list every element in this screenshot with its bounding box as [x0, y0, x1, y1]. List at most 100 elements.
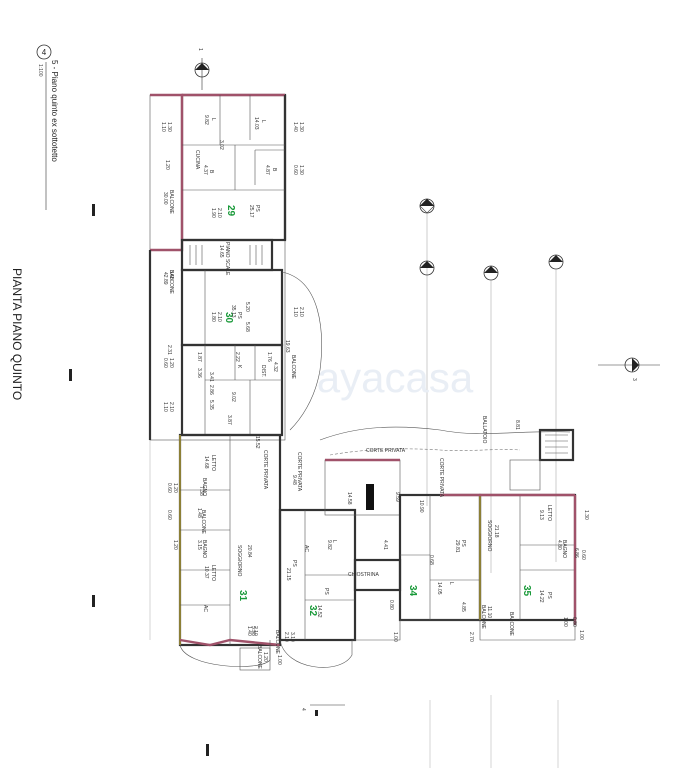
- dimension-label: 0.60: [166, 483, 172, 493]
- watermark: ayacasa: [317, 354, 474, 401]
- room-label: PIANO SCALE: [224, 242, 230, 276]
- lower-wing: [178, 426, 577, 671]
- dimension-label: 1.40: [246, 626, 252, 636]
- room-label: BALCONE: [290, 355, 296, 380]
- dimension-label: 3.98: [250, 626, 256, 636]
- dimension-label: 0.60: [292, 165, 298, 175]
- room-label: L: [210, 118, 216, 121]
- dimension-label: 4.85: [460, 602, 466, 612]
- room-label: PS: [291, 560, 297, 567]
- dimension-label: 14.65: [218, 245, 224, 258]
- dimension-label: 2.10: [216, 208, 222, 218]
- dimension-label: 42.89: [162, 272, 168, 285]
- dimension-label: 10.37: [203, 566, 209, 579]
- section-marker-3: 3: [598, 357, 660, 381]
- dimension-label: 3.02: [218, 140, 224, 150]
- unit-number: 29: [225, 205, 236, 217]
- dimension-label: 1.20: [164, 160, 170, 170]
- room-label: BALCONE: [168, 270, 174, 295]
- room-label: CORTE PRIVATA: [438, 458, 444, 498]
- dimension-label: 1.30: [298, 165, 304, 175]
- dimension-label: 0.68: [428, 555, 434, 565]
- dimension-label: 8.81: [514, 420, 520, 430]
- room-label: L: [448, 582, 454, 585]
- dimension-label: 19.63: [284, 340, 290, 353]
- room-label: BAGNO: [201, 540, 207, 558]
- dimension-label: 2.10: [168, 402, 174, 412]
- dimension-label: 5.68: [244, 322, 250, 332]
- dimension-label: 30.00: [162, 192, 168, 205]
- dimension-label: 35.13: [230, 305, 236, 318]
- room-label: BALCONE: [168, 190, 174, 215]
- dimension-label: 2.22: [234, 352, 240, 362]
- dimension-label: 3.41: [208, 372, 214, 382]
- dimension-label: 11.10: [486, 606, 492, 618]
- sheet-scale: 1:100: [37, 64, 43, 77]
- dimension-label: 1.00: [276, 655, 282, 665]
- room-label: CORTE PRIVATA: [296, 452, 302, 492]
- room-label: SOGGIORNO: [236, 545, 242, 577]
- dimension-label: 1.00: [578, 630, 584, 640]
- dimension-label: 4.80: [556, 540, 562, 550]
- dimension-label: 1.10: [292, 307, 298, 317]
- dimension-label: 15.52: [254, 436, 260, 449]
- dimension-label: 14.52: [316, 605, 322, 618]
- bottom-reference-lines: [149, 440, 559, 768]
- sheet-caption: 5 - Piano quinto ex sottotetto: [50, 60, 59, 162]
- room-label: BALCONE: [508, 612, 514, 637]
- section-marker-4: 4: [300, 704, 345, 711]
- dimension-label: 0.80: [388, 600, 394, 610]
- dimension-label: 2.70: [468, 632, 474, 642]
- dimension-label: 5.20: [244, 302, 250, 312]
- dimension-label: 1.30: [298, 122, 304, 132]
- dimension-label: 2.10: [298, 307, 304, 317]
- dimension-label: 4.87: [264, 165, 270, 175]
- room-label: PS: [460, 540, 466, 547]
- dimension-label: 14.58: [346, 492, 352, 505]
- dimension-label: 1.20: [172, 540, 178, 550]
- room-label: DIST.: [260, 365, 266, 377]
- room-label: B: [271, 168, 277, 172]
- plan-vertical-title: PIANTA PIANO QUINTO: [10, 268, 24, 400]
- dimension-label: 14.03: [253, 117, 259, 130]
- dimension-label: 1.30: [166, 122, 172, 132]
- room-label: PS: [323, 588, 329, 595]
- dimension-label: 1.40: [292, 122, 298, 132]
- room-label: BALCONE: [200, 510, 206, 535]
- room-label: LETTO: [546, 505, 552, 521]
- dimension-label: 1.48: [196, 508, 202, 518]
- dimension-label: 2.10: [283, 632, 289, 642]
- dimension-label: 29.81: [454, 540, 460, 553]
- dimension-label: 9.59: [394, 492, 400, 502]
- unit-number: 32: [307, 605, 318, 617]
- dimension-label: 1.20: [168, 358, 174, 368]
- dimension-label: 1.10: [162, 402, 168, 412]
- dimension-label: 2.10: [252, 626, 258, 636]
- section-marker-label: 4: [300, 708, 306, 711]
- dimension-label: 1.87: [196, 352, 202, 362]
- sheet-title-block: 4 5 - Piano quinto ex sottotetto 1:100 P…: [10, 44, 59, 400]
- unit-number: 34: [407, 585, 418, 597]
- unit-number: 30: [223, 312, 234, 324]
- room-label: K: [236, 365, 242, 369]
- dimension-label: 6.86: [573, 548, 579, 558]
- room-label: CUCINA: [194, 150, 200, 170]
- room-labels: CUCINA BALCONE BALCONE BALCONE BALCONE B…: [168, 118, 567, 670]
- room-label: BALCONE: [480, 605, 486, 630]
- dimension-label: 0.60: [166, 510, 172, 520]
- room-label: LETTO: [210, 455, 216, 471]
- dimension-label: 9.13: [538, 510, 544, 520]
- room-label: L: [331, 540, 337, 543]
- room-label: BALLATOIO: [481, 416, 487, 443]
- dimension-label: 0.60: [580, 550, 586, 560]
- room-label: AC: [303, 545, 309, 552]
- dimension-label: 4.32: [272, 362, 278, 372]
- sheet-number-circle: [36, 44, 52, 60]
- dimension-label: 1.20: [172, 483, 178, 493]
- room-label: PS: [236, 312, 242, 319]
- dimension-label: 2.10: [216, 312, 222, 322]
- section-marker-label: 1: [197, 48, 203, 51]
- room-label: B: [208, 170, 214, 174]
- dimension-label: 9.02: [230, 392, 236, 402]
- room-label: BAGNO: [201, 478, 207, 496]
